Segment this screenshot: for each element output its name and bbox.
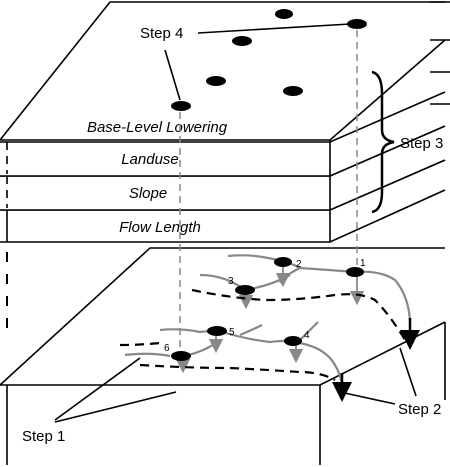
node-6 xyxy=(171,351,191,361)
node-2 xyxy=(274,257,292,267)
step3-brace: Step 3 xyxy=(371,70,443,214)
step1-callout: Step 1 xyxy=(22,357,177,445)
node-1-label: 1 xyxy=(360,258,366,269)
node-6-label: 6 xyxy=(164,343,170,354)
outlet-dot xyxy=(206,76,226,86)
outlet-dot xyxy=(171,101,191,111)
outlet-dot xyxy=(283,86,303,96)
node-5 xyxy=(207,326,227,336)
outlet-dot xyxy=(275,9,293,19)
step3-label: Step 3 xyxy=(400,135,443,152)
node-1 xyxy=(346,267,364,277)
node-2-label: 2 xyxy=(296,259,302,270)
base-level-lowering-label: Base-Level Lowering xyxy=(87,119,228,136)
outlet-dot xyxy=(232,36,252,46)
outlet-arrows xyxy=(332,318,420,402)
slope-label: Slope xyxy=(129,185,167,202)
step2-label: Step 2 xyxy=(398,401,441,418)
node-4-label: 4 xyxy=(304,330,310,341)
step1-label: Step 1 xyxy=(22,428,65,445)
node-4 xyxy=(284,336,302,346)
node-3 xyxy=(235,285,255,295)
flow-length-label: Flow Length xyxy=(119,219,201,236)
layer-base-level-lowering: Base-Level Lowering Step 4 xyxy=(0,1,450,142)
step2-callout: Step 2 xyxy=(339,347,441,418)
landscape-block xyxy=(0,247,446,465)
node-3-label: 3 xyxy=(228,276,234,287)
landuse-label: Landuse xyxy=(121,151,179,168)
divide-lines xyxy=(119,288,406,381)
node-5-label: 5 xyxy=(229,327,235,338)
landscape-nodes xyxy=(171,257,364,361)
step4-label: Step 4 xyxy=(140,25,183,42)
outlet-dot xyxy=(347,19,367,29)
